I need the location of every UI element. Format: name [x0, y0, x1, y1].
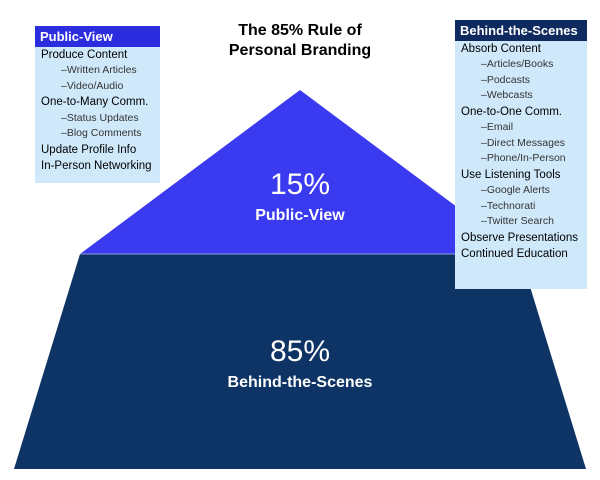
dash: – [481, 136, 487, 149]
dash: – [481, 215, 487, 228]
bottom-caption: Behind-the-Scenes [227, 374, 373, 391]
public-view-list: Produce Content–Written Articles–Video/A… [35, 47, 160, 174]
sub-list-item: –Articles/Books [455, 57, 587, 73]
sub-list-item: –Technorati [455, 199, 587, 215]
top-percent: 15% [269, 168, 331, 201]
sub-list-item: –Phone/In-Person [455, 151, 587, 167]
list-item: In-Person Networking [41, 159, 152, 172]
sub-list-item: –Email [455, 120, 587, 136]
list-item: Continued Education [461, 248, 568, 261]
dash: – [61, 64, 67, 77]
sub-list-item: –Twitter Search [455, 214, 587, 230]
dash: – [481, 73, 487, 86]
dash: – [61, 79, 67, 92]
sub-list-item: –Webcasts [455, 88, 587, 104]
behind-the-scenes-list: Absorb Content–Articles/Books–Podcasts–W… [455, 41, 587, 262]
sub-item-label: Email [486, 121, 514, 134]
sub-item-label: Written Articles [66, 64, 137, 77]
sub-item-label: Articles/Books [486, 58, 554, 71]
dash: – [61, 127, 67, 140]
top-section-label: 15% Public-View [150, 168, 450, 225]
sub-item-label: Phone/In-Person [486, 152, 566, 165]
list-item: Produce Content [41, 49, 128, 61]
dash: – [481, 89, 487, 102]
title-line-1: The 85% Rule of [238, 22, 362, 39]
bottom-percent: 85% [269, 335, 331, 368]
sub-item-label: Podcasts [486, 73, 531, 86]
list-item: Use Listening Tools [461, 168, 561, 181]
list-item: Absorb Content [461, 43, 541, 55]
sub-item-label: Webcasts [486, 89, 533, 102]
dash: – [481, 121, 487, 134]
top-caption: Public-View [255, 207, 345, 224]
sub-list-item: –Status Updates [35, 111, 160, 127]
sub-item-label: Google Alerts [486, 184, 550, 197]
dash: – [481, 152, 487, 165]
pyramid-bottom-section [14, 254, 586, 469]
sub-list-item: –Direct Messages [455, 136, 587, 152]
dash: – [481, 58, 487, 71]
sub-list-item: –Written Articles [35, 63, 160, 79]
sub-list-item: –Blog Comments [35, 126, 160, 142]
dash: – [61, 111, 67, 124]
dash: – [481, 184, 487, 197]
bottom-section-label: 85% Behind-the-Scenes [150, 335, 450, 392]
sub-list-item: –Podcasts [455, 73, 587, 89]
public-view-header: Public-View [35, 26, 160, 47]
title-line-2: Personal Branding [228, 42, 372, 59]
list-item: One-to-Many Comm. [41, 96, 149, 109]
sub-item-label: Twitter Search [486, 215, 554, 228]
dash: – [481, 199, 487, 212]
sub-item-label: Direct Messages [486, 136, 566, 149]
sub-item-label: Blog Comments [66, 127, 142, 140]
list-item: Observe Presentations [461, 231, 578, 244]
public-view-box: Public-View Produce Content–Written Arti… [35, 26, 160, 183]
list-item: Update Profile Info [41, 143, 137, 156]
sub-list-item: –Video/Audio [35, 79, 160, 95]
diagram-title: The 85% Rule of Personal Branding [190, 21, 410, 61]
pyramid-top-section [80, 90, 520, 254]
sub-item-label: Technorati [486, 199, 536, 212]
sub-item-label: Status Updates [66, 111, 139, 124]
sub-list-item: –Google Alerts [455, 183, 587, 199]
behind-the-scenes-header: Behind-the-Scenes [455, 20, 587, 41]
behind-the-scenes-box: Behind-the-Scenes Absorb Content–Article… [455, 20, 587, 289]
sub-item-label: Video/Audio [66, 79, 124, 92]
list-item: One-to-One Comm. [461, 105, 562, 118]
